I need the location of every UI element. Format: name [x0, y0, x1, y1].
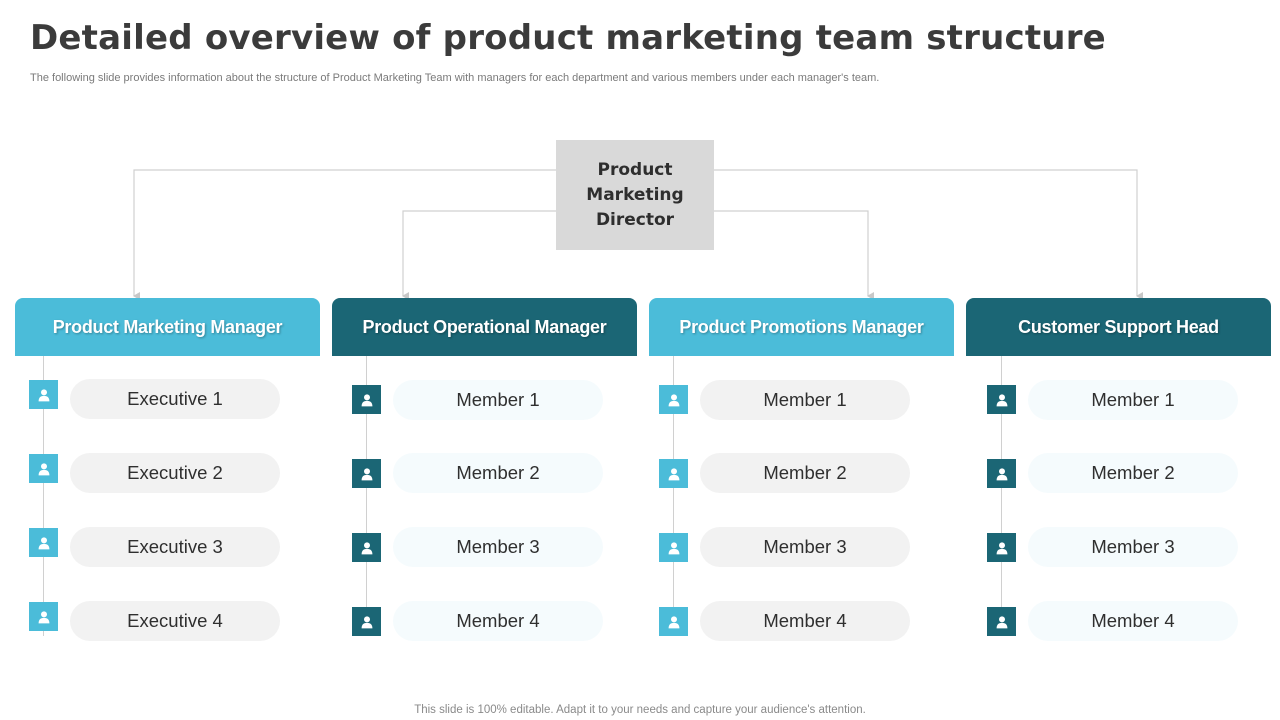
connector-to-support-head [714, 169, 1143, 300]
member-timeline [43, 356, 44, 636]
member-name: Executive 2 [70, 453, 280, 493]
member-name: Member 3 [700, 527, 910, 567]
user-icon [29, 602, 58, 631]
member-name: Member 2 [1028, 453, 1238, 493]
department-support-head: Customer Support Head [966, 298, 1271, 356]
user-icon [987, 533, 1016, 562]
slide-footer: This slide is 100% editable. Adapt it to… [414, 704, 866, 716]
user-icon [352, 607, 381, 636]
member-timeline [673, 356, 674, 636]
department-header: Product Promotions Manager [649, 298, 954, 356]
user-icon [352, 533, 381, 562]
user-icon [29, 454, 58, 483]
user-icon [659, 607, 688, 636]
member-name: Member 3 [393, 527, 603, 567]
director-box: Product Marketing Director [556, 140, 714, 250]
user-icon [352, 459, 381, 488]
department-header: Product Marketing Manager [15, 298, 320, 356]
department-header: Customer Support Head [966, 298, 1271, 356]
member-name: Executive 4 [70, 601, 280, 641]
user-icon [987, 385, 1016, 414]
member-name: Member 1 [393, 380, 603, 420]
member-name: Member 1 [700, 380, 910, 420]
connector-to-marketing-manager [133, 169, 556, 300]
member-name: Member 1 [1028, 380, 1238, 420]
member-name: Member 4 [393, 601, 603, 641]
member-name: Member 2 [393, 453, 603, 493]
member-name: Member 4 [1028, 601, 1238, 641]
user-icon [29, 528, 58, 557]
user-icon [29, 380, 58, 409]
member-name: Executive 3 [70, 527, 280, 567]
user-icon [659, 385, 688, 414]
department-marketing-manager: Product Marketing Manager [15, 298, 320, 356]
member-name: Executive 1 [70, 379, 280, 419]
member-timeline [366, 356, 367, 636]
user-icon [659, 533, 688, 562]
slide-title: Detailed overview of product marketing t… [30, 18, 1106, 58]
department-promotions-manager: Product Promotions Manager [649, 298, 954, 356]
member-name: Member 2 [700, 453, 910, 493]
user-icon [987, 459, 1016, 488]
user-icon [987, 607, 1016, 636]
member-timeline [1001, 356, 1002, 636]
member-name: Member 4 [700, 601, 910, 641]
connector-to-promotions-manager [714, 210, 874, 300]
connector-to-operational-manager [402, 210, 556, 300]
slide-subtitle: The following slide provides information… [30, 72, 880, 84]
department-header: Product Operational Manager [332, 298, 637, 356]
director-label: Product Marketing Director [586, 159, 684, 230]
department-operational-manager: Product Operational Manager [332, 298, 637, 356]
user-icon [352, 385, 381, 414]
user-icon [659, 459, 688, 488]
member-name: Member 3 [1028, 527, 1238, 567]
